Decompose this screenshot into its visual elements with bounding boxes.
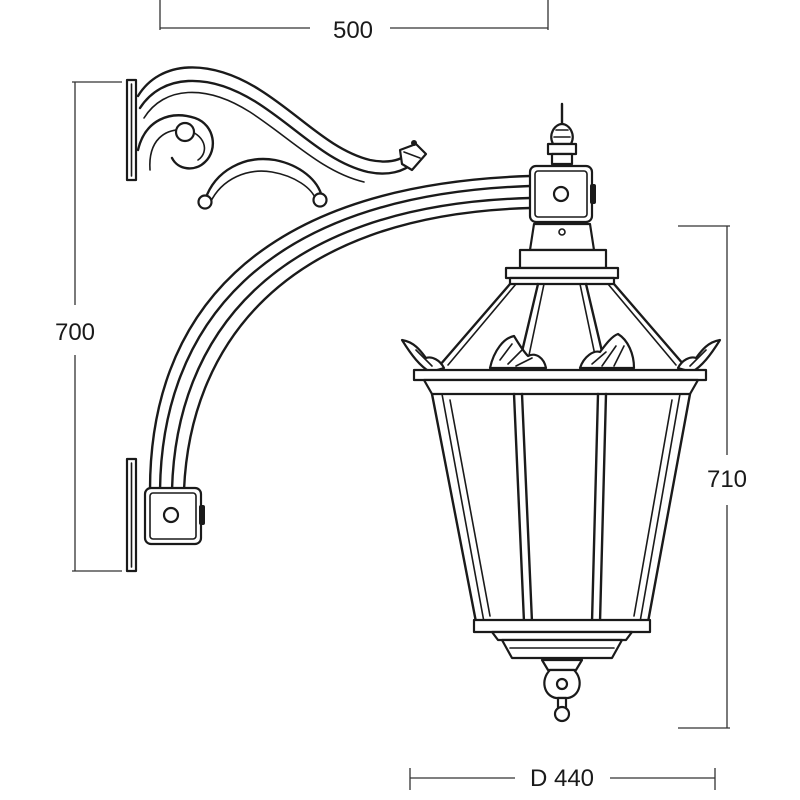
lantern-body	[412, 368, 708, 660]
dimension-width: 500	[159, 0, 549, 44]
dimension-lantern-height: 710	[678, 225, 747, 729]
dimension-diameter: D 440	[409, 765, 716, 792]
roof-cresting	[400, 332, 722, 374]
wall-plate-bottom	[125, 457, 138, 573]
bracket-arm	[148, 174, 532, 492]
scroll-knob-large	[174, 121, 196, 143]
width-label: 500	[333, 17, 373, 44]
cresting-far-left	[400, 338, 446, 374]
cresting-right	[578, 332, 636, 370]
scroll-knob-left	[197, 194, 213, 210]
cresting-left	[488, 334, 548, 370]
lower-bracket-block	[143, 486, 205, 546]
lantern-roof	[438, 266, 686, 367]
height-label: 700	[55, 319, 95, 346]
bottom-finial	[540, 658, 584, 723]
bracket-scroll	[136, 66, 428, 210]
scroll-end-finial	[398, 140, 428, 172]
wall-plate-top	[125, 78, 138, 182]
lantern-hub	[518, 102, 608, 270]
scroll-knob-right	[312, 192, 328, 208]
lantern-height-label: 710	[707, 466, 747, 493]
cresting-far-right	[676, 338, 722, 374]
dimension-height: 700	[55, 81, 122, 572]
diameter-label: D 440	[530, 765, 594, 792]
top-finial	[546, 102, 578, 166]
